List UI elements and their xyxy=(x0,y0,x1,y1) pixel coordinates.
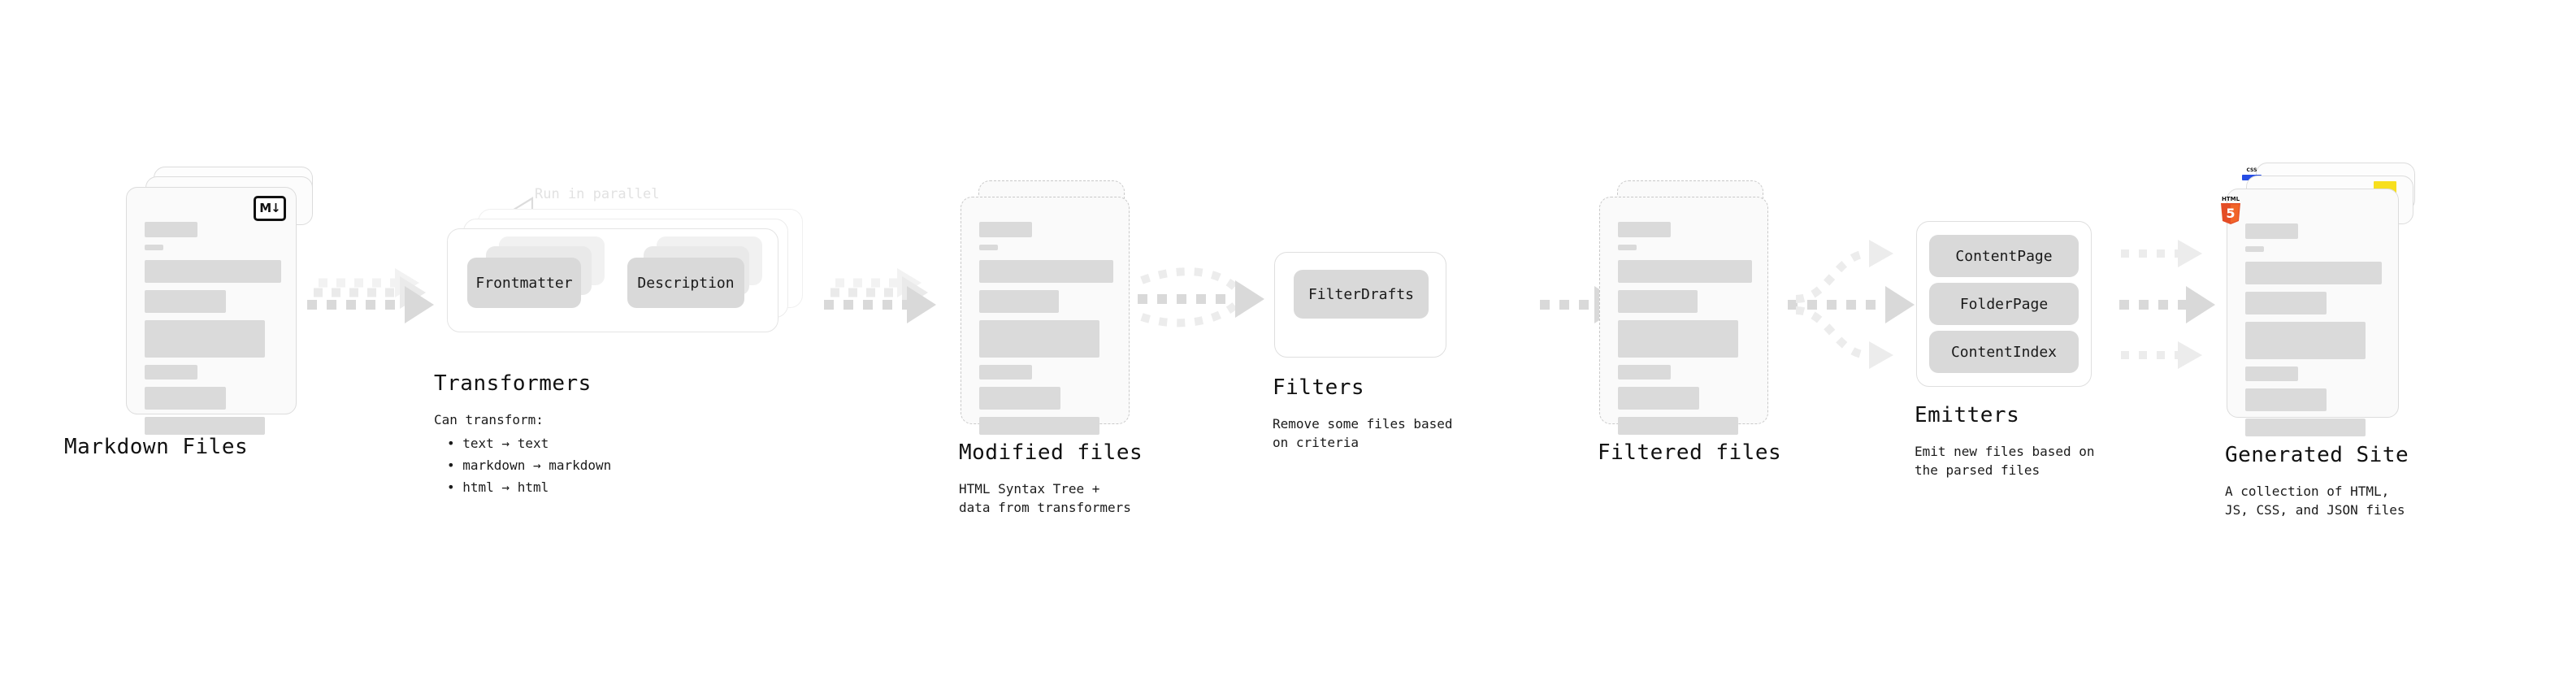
connector-filtered-to-emitters xyxy=(1788,240,1915,369)
placeholder-line xyxy=(1618,260,1752,283)
placeholder-line xyxy=(1618,290,1698,313)
placeholder-line xyxy=(1618,320,1738,358)
placeholder-line xyxy=(1618,222,1671,237)
placeholder-line xyxy=(145,365,197,380)
svg-text:HTML: HTML xyxy=(2222,196,2240,202)
stage-desc-filters: Remove some files based on criteria xyxy=(1273,416,1453,451)
stage-title-filtered-files: Filtered files xyxy=(1598,440,1782,465)
transformers-bullet-3: • html → html xyxy=(447,479,549,495)
placeholder-line xyxy=(2245,262,2382,284)
placeholder-line xyxy=(979,290,1059,313)
placeholder-line xyxy=(145,417,265,435)
connector-emitters-to-site xyxy=(2119,240,2215,369)
placeholder-line xyxy=(1618,387,1699,410)
transformers-bullet-1: • text → text xyxy=(447,436,549,451)
placeholder-line xyxy=(979,320,1099,358)
connector-transformers-to-modified xyxy=(824,268,936,323)
chip-folderpage[interactable]: FolderPage xyxy=(1929,283,2079,325)
markdown-card-front: M↓ xyxy=(126,187,297,435)
placeholder-line xyxy=(2245,246,2264,252)
stage-desc-generated-site: A collection of HTML, JS, CSS, and JSON … xyxy=(2225,484,2405,518)
stage-title-emitters: Emitters xyxy=(1915,403,2020,427)
stage-modified-files: Modified files HTML Syntax Tree + data f… xyxy=(959,180,1147,515)
placeholder-line xyxy=(2245,292,2327,314)
markdown-card-lines xyxy=(145,222,281,442)
modified-doc-stack xyxy=(961,180,1147,435)
chip-contentpage[interactable]: ContentPage xyxy=(1929,235,2079,277)
placeholder-line xyxy=(979,417,1099,435)
placeholder-line xyxy=(2245,367,2298,381)
placeholder-line xyxy=(145,320,265,358)
placeholder-line xyxy=(145,260,281,283)
stage-markdown-files: M↓ Markdown Files xyxy=(64,167,321,459)
placeholder-line xyxy=(1618,365,1671,380)
placeholder-line xyxy=(2245,388,2327,411)
connector-markdown-to-transformers xyxy=(307,268,434,323)
filtered-doc-stack xyxy=(1599,180,1786,435)
html5-icon: HTML 5 xyxy=(2218,194,2244,225)
placeholder-line xyxy=(2245,419,2366,436)
stage-title-generated-site: Generated Site xyxy=(2225,443,2409,467)
stage-title-transformers: Transformers xyxy=(434,371,592,396)
chip-description[interactable]: Description xyxy=(627,258,744,308)
placeholder-line xyxy=(145,222,197,237)
stage-filtered-files: Filtered files xyxy=(1598,180,1786,465)
placeholder-line xyxy=(979,387,1060,410)
chip-contentindex[interactable]: ContentIndex xyxy=(1929,331,2079,373)
placeholder-line xyxy=(1618,417,1738,435)
stage-title-modified-files: Modified files xyxy=(959,440,1143,465)
filtered-card-front xyxy=(1599,197,1768,435)
stage-title-markdown-files: Markdown Files xyxy=(64,435,249,459)
chip-frontmatter[interactable]: Frontmatter xyxy=(467,258,581,308)
stage-desc-modified-files: HTML Syntax Tree + data from transformer… xyxy=(959,481,1131,516)
connector-modified-to-filters xyxy=(1138,267,1264,327)
placeholder-line xyxy=(145,290,226,313)
stage-desc-emitters: Emit new files based on the parsed files xyxy=(1915,444,2095,479)
site-card-lines xyxy=(2245,223,2382,444)
site-doc-stack: HTML 5 xyxy=(2221,163,2430,436)
chip-filterdrafts[interactable]: FilterDrafts xyxy=(1294,270,1429,319)
placeholder-line xyxy=(2245,322,2366,359)
placeholder-line xyxy=(145,387,226,410)
stage-generated-site: HTML 5 Generated Sit xyxy=(2221,163,2430,518)
run-in-parallel-label: Run in parallel xyxy=(535,186,660,202)
placeholder-line xyxy=(145,245,163,250)
markdown-doc-stack: M↓ xyxy=(126,167,321,435)
placeholder-line xyxy=(2245,223,2298,239)
transformers-bullet-2: • markdown → markdown xyxy=(447,458,612,473)
placeholder-line xyxy=(1618,245,1637,250)
markdown-badge: M↓ xyxy=(254,196,286,221)
placeholder-line xyxy=(979,222,1032,237)
placeholder-line xyxy=(979,260,1113,283)
site-card-html: HTML 5 xyxy=(2221,189,2399,436)
filtered-card-lines xyxy=(1618,222,1752,442)
transformers-bullets-intro: Can transform: xyxy=(434,412,544,427)
placeholder-line xyxy=(979,365,1032,380)
modified-card-lines xyxy=(979,222,1113,442)
modified-card-front xyxy=(961,197,1130,435)
placeholder-line xyxy=(979,245,998,250)
svg-text:5: 5 xyxy=(2226,206,2235,221)
stage-title-filters: Filters xyxy=(1273,375,1365,400)
